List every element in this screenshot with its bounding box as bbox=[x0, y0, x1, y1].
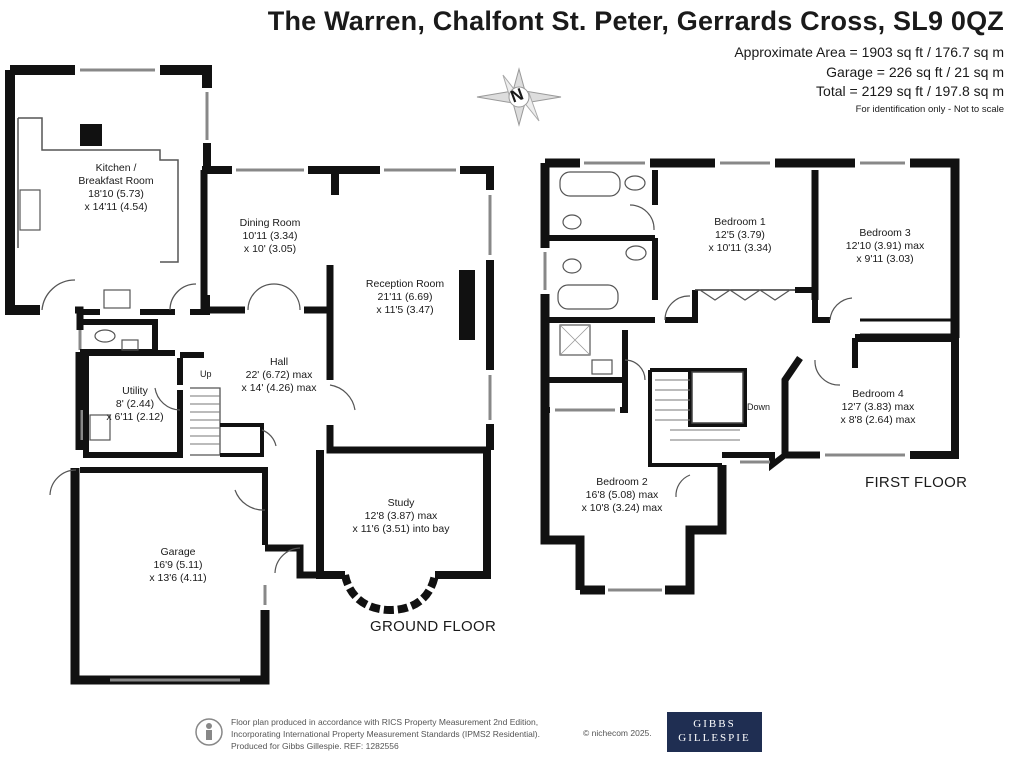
bedroom-2-dim-1: 16'8 (5.08) max bbox=[585, 489, 659, 501]
utility-label: Utility 8' (2.44) x 6'11 (2.12) bbox=[106, 385, 163, 424]
study-dim-2: x 11'6 (3.51) into bay bbox=[352, 523, 450, 535]
dining-room-label: Dining Room 10'11 (3.34) x 10' (3.05) bbox=[240, 217, 301, 256]
study-dim-1: 12'8 (3.87) max bbox=[364, 510, 438, 522]
bedroom-1-dim-2: x 10'11 (3.34) bbox=[708, 242, 772, 254]
reception-room-name: Reception Room bbox=[365, 278, 445, 290]
kitchen-dim-2: x 14'11 (4.54) bbox=[84, 201, 148, 213]
hall-name: Hall bbox=[269, 356, 289, 368]
garage-label: Garage 16'9 (5.11) x 13'6 (4.11) bbox=[149, 546, 206, 585]
stairs-up-label: Up bbox=[200, 369, 212, 379]
dining-room-name: Dining Room bbox=[239, 217, 301, 229]
bedroom-3-name: Bedroom 3 bbox=[859, 227, 911, 239]
identification-note: For identification only - Not to scale bbox=[855, 104, 1004, 115]
bedroom-4-dim-1: 12'7 (3.83) max bbox=[841, 401, 915, 413]
utility-dim-1: 8' (2.44) bbox=[115, 398, 155, 410]
hall-dim-2: x 14' (4.26) max bbox=[241, 382, 317, 394]
bedroom-4-label: Bedroom 4 12'7 (3.83) max x 8'8 (2.64) m… bbox=[841, 388, 916, 427]
ground-floor-label: GROUND FLOOR bbox=[370, 618, 497, 635]
logo-line-2: GILLESPIE bbox=[678, 732, 751, 744]
utility-name: Utility bbox=[122, 385, 148, 397]
reception-room-dim-2: x 11'5 (3.47) bbox=[376, 304, 434, 316]
agent-logo: GIBBS GILLESPIE bbox=[667, 712, 762, 752]
utility-dim-2: x 6'11 (2.12) bbox=[106, 411, 164, 423]
stairs-down-label: Down bbox=[747, 402, 771, 412]
footer-line-2: Incorporating International Property Mea… bbox=[231, 729, 540, 739]
bedroom-3-dim-1: 12'10 (3.91) max bbox=[845, 240, 925, 252]
bedroom-4-name: Bedroom 4 bbox=[852, 388, 904, 400]
bedroom-2-dim-2: x 10'8 (3.24) max bbox=[581, 502, 663, 514]
compass-icon bbox=[476, 67, 562, 127]
study-name: Study bbox=[387, 497, 415, 509]
plan-title: The Warren, Chalfont St. Peter, Gerrards… bbox=[267, 6, 1004, 36]
study-label: Study 12'8 (3.87) max x 11'6 (3.51) into… bbox=[353, 497, 450, 536]
footer-line-1: Floor plan produced in accordance with R… bbox=[231, 717, 539, 727]
dining-room-dim-2: x 10' (3.05) bbox=[243, 243, 297, 255]
hall-dim-1: 22' (6.72) max bbox=[245, 369, 313, 381]
copyright: © n​ichecom 2025. bbox=[583, 728, 652, 738]
bedroom-1-label: Bedroom 1 12'5 (3.79) x 10'11 (3.34) bbox=[708, 216, 771, 255]
kitchen-dim-1: 18'10 (5.73) bbox=[88, 188, 144, 200]
logo-line-1: GIBBS bbox=[693, 718, 736, 730]
bedroom-3-dim-2: x 9'11 (3.03) bbox=[856, 253, 914, 265]
garage-name: Garage bbox=[160, 546, 196, 558]
garage-dim-1: 16'9 (5.11) bbox=[153, 559, 203, 571]
first-floor-label: FIRST FLOOR bbox=[865, 474, 968, 491]
hall-label: Hall 22' (6.72) max x 14' (4.26) max bbox=[242, 356, 317, 395]
kitchen-label: Kitchen / Breakfast Room 18'10 (5.73) x … bbox=[78, 162, 153, 214]
bedroom-2-label: Bedroom 2 16'8 (5.08) max x 10'8 (3.24) … bbox=[582, 476, 663, 515]
bedroom-3-label: Bedroom 3 12'10 (3.91) max x 9'11 (3.03) bbox=[846, 227, 924, 266]
bedroom-1-name: Bedroom 1 bbox=[714, 216, 766, 228]
garage-area: Garage = 226 sq ft / 21 sq m bbox=[826, 64, 1004, 80]
footer-badge-icon bbox=[195, 718, 223, 746]
reception-room-dim-1: 21'11 (6.69) bbox=[377, 291, 433, 303]
footer-note: Floor plan produced in accordance with R… bbox=[231, 716, 540, 752]
kitchen-name-2: Breakfast Room bbox=[78, 175, 154, 187]
dining-room-dim-1: 10'11 (3.34) bbox=[242, 230, 298, 242]
bedroom-2-name: Bedroom 2 bbox=[596, 476, 648, 488]
kitchen-name: Kitchen / bbox=[95, 162, 137, 174]
garage-dim-2: x 13'6 (4.11) bbox=[149, 572, 207, 584]
reception-room-label: Reception Room 21'11 (6.69) x 11'5 (3.47… bbox=[366, 278, 444, 317]
bedroom-4-dim-2: x 8'8 (2.64) max bbox=[840, 414, 916, 426]
bedroom-1-dim-1: 12'5 (3.79) bbox=[715, 229, 765, 241]
approx-area: Approximate Area = 1903 sq ft / 176.7 sq… bbox=[734, 44, 1004, 60]
footer-line-3: Produced for Gibbs Gillespie. REF: 12825… bbox=[231, 741, 399, 751]
total-area: Total = 2129 sq ft / 197.8 sq m bbox=[816, 83, 1004, 99]
